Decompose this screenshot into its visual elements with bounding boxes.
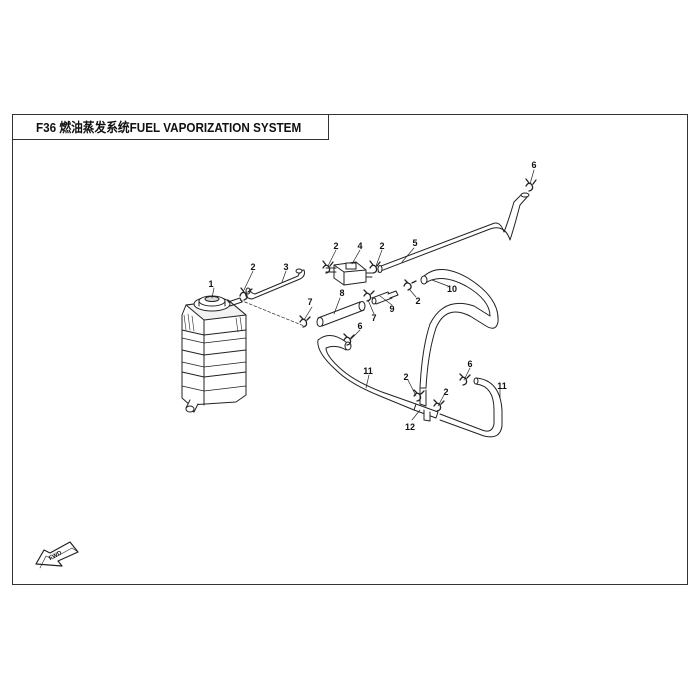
callout-c2c: 2 bbox=[379, 241, 384, 251]
callout-c12: 12 bbox=[405, 422, 415, 432]
callout-c11a: 11 bbox=[363, 366, 373, 376]
clamp-c2a bbox=[239, 287, 253, 301]
leader-lines bbox=[211, 169, 535, 421]
callout-c7a: 7 bbox=[307, 297, 312, 307]
callout-c11b: 11 bbox=[497, 381, 507, 391]
clamp-c7a bbox=[299, 315, 311, 328]
filter bbox=[316, 301, 366, 327]
valve bbox=[325, 261, 373, 286]
clamp-c2c bbox=[369, 260, 381, 274]
clamp-c2d bbox=[403, 279, 417, 291]
hose-11-right bbox=[439, 377, 503, 438]
clamps bbox=[239, 178, 537, 412]
callouts: 1 2 2 2 2 2 2 3 4 5 6 6 6 7 7 8 9 10 11 … bbox=[208, 160, 536, 432]
callout-c6c: 6 bbox=[467, 359, 472, 369]
callout-c10: 10 bbox=[447, 284, 457, 294]
callout-c7b: 7 bbox=[371, 313, 376, 323]
clamp-c6c bbox=[459, 373, 471, 386]
pipe-10 bbox=[419, 269, 499, 389]
pipe-5 bbox=[377, 192, 530, 273]
connector-9 bbox=[371, 290, 399, 305]
fwd-arrow: FWD bbox=[35, 541, 79, 569]
title-box: F36 燃油蒸发系统FUEL VAPORIZATION SYSTEM bbox=[12, 114, 329, 140]
clamp-c2e bbox=[413, 389, 425, 402]
callout-c8: 8 bbox=[339, 288, 344, 298]
callout-c1: 1 bbox=[208, 279, 213, 289]
clamp-c2f bbox=[433, 399, 445, 412]
clamp-c6a bbox=[525, 178, 537, 192]
clamp-c7b bbox=[363, 289, 375, 302]
callout-c4: 4 bbox=[357, 241, 362, 251]
callout-c2a: 2 bbox=[250, 262, 255, 272]
diagram-frame bbox=[12, 114, 688, 585]
callout-c6b: 6 bbox=[357, 321, 362, 331]
hose-3 bbox=[245, 268, 305, 300]
canister bbox=[181, 295, 305, 413]
callout-c2e: 2 bbox=[403, 372, 408, 382]
clamp-c2b bbox=[322, 260, 334, 274]
clamp-c6b bbox=[343, 333, 355, 346]
callout-c9: 9 bbox=[389, 304, 394, 314]
callout-c2d: 2 bbox=[415, 296, 420, 306]
callout-c2b: 2 bbox=[333, 241, 338, 251]
callout-c6a: 6 bbox=[531, 160, 536, 170]
callout-c3: 3 bbox=[283, 262, 288, 272]
callout-c2f: 2 bbox=[443, 387, 448, 397]
diagram-title: F36 燃油蒸发系统FUEL VAPORIZATION SYSTEM bbox=[36, 120, 302, 135]
callout-c5: 5 bbox=[412, 238, 417, 248]
